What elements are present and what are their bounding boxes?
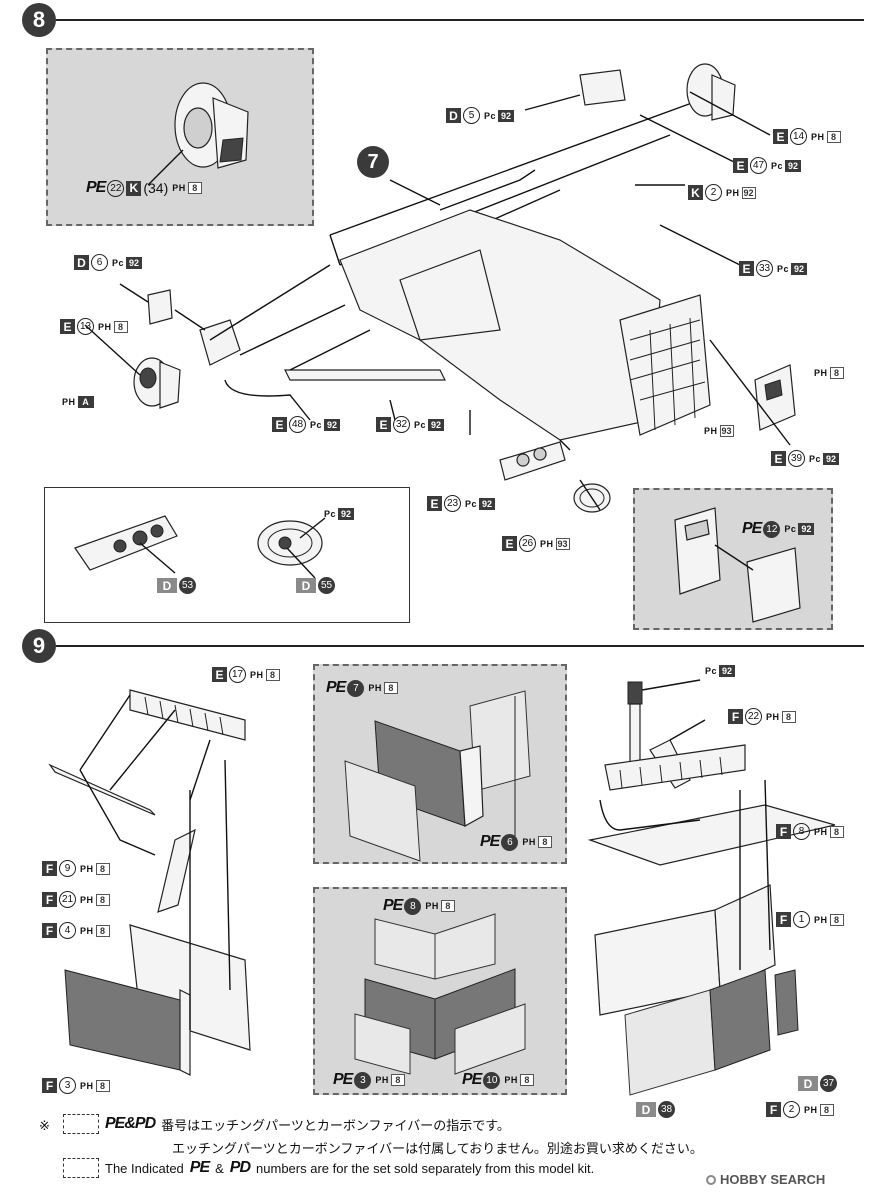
footer-note-mark: ※ [39, 1118, 50, 1133]
footer-note-jp-1: PE&PD 番号はエッチングパーツとカーボンファイバーの指示です。 [63, 1114, 510, 1134]
right-radiator-assembly-illustration [587, 679, 836, 1096]
footer-note-en: The Indicated PE & PD numbers are for th… [63, 1158, 594, 1178]
step-9-number: 9 [22, 629, 56, 663]
detail-panel-pe12 [633, 488, 833, 630]
placeholder-box [63, 1114, 99, 1134]
placeholder-box-2 [63, 1158, 99, 1178]
sub-step-7-number: 7 [357, 146, 389, 178]
watermark-logo-icon [706, 1174, 716, 1185]
step-9-rule [56, 645, 864, 647]
chassis-assembly-illustration [84, 63, 796, 513]
radiator-mesh-illustration-1 [344, 690, 531, 862]
left-radiator-assembly-illustration [48, 689, 251, 1076]
detail-panel-dashboard-decals [44, 487, 410, 623]
watermark: HOBBY SEARCH [706, 1172, 825, 1187]
pe12-panel-illustration [674, 507, 801, 623]
detail-panel-pe7-pe6 [313, 664, 567, 864]
step-8-number: 8 [22, 3, 56, 37]
dashboard-decal-illustration [74, 515, 326, 579]
footer-note-jp-2: エッチングパーツとカーボンファイバーは付属しておりません。別途お買い求めください… [172, 1141, 703, 1156]
radiator-mesh-illustration-2 [354, 913, 526, 1075]
brake-disc-illustration [147, 82, 249, 186]
step-8-rule [56, 19, 864, 21]
detail-panel-brake [46, 48, 314, 226]
detail-panel-pe8-pe3-pe10 [313, 887, 567, 1095]
